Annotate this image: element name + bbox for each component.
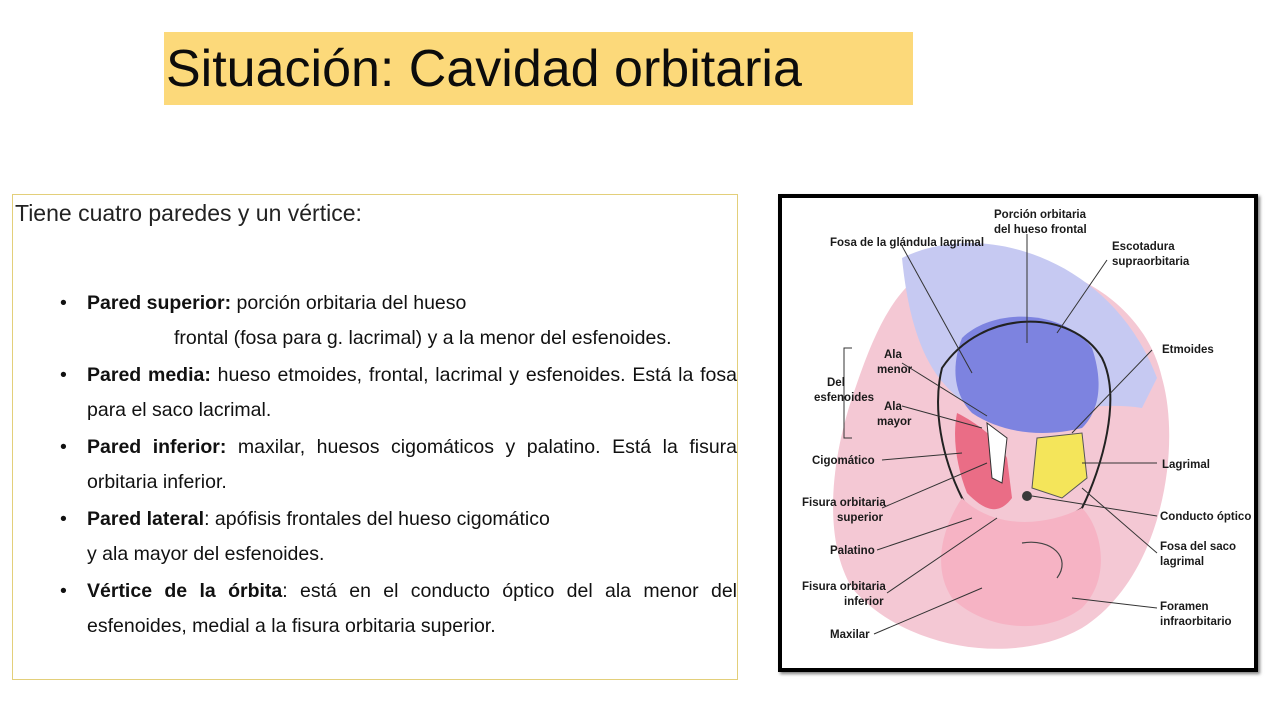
label-del-esfenoides-1: Del bbox=[827, 377, 845, 389]
list-item-pared-superior: • Pared superior: porción orbitaria del … bbox=[60, 286, 737, 356]
leader-lines bbox=[843, 234, 1158, 635]
bullet-label: Vértice de la órbita bbox=[87, 580, 283, 602]
bullet-text: maxilar, huesos cigomáticos y palatino. … bbox=[87, 436, 737, 493]
bullet-label: Pared lateral bbox=[87, 508, 205, 530]
label-porcion-orbitaria-1: Porción orbitaria bbox=[994, 209, 1087, 221]
label-lagrimal: Lagrimal bbox=[1162, 459, 1210, 471]
superior-orbital-fissure bbox=[986, 421, 1008, 484]
frontal-orbital-part bbox=[955, 316, 1099, 433]
bullet-icon: • bbox=[60, 508, 67, 530]
orbital-rim bbox=[937, 320, 1112, 531]
label-escotadura-2: supraorbitaria bbox=[1112, 256, 1190, 268]
bullet-icon: • bbox=[60, 364, 67, 386]
list-item-pared-lateral: • Pared lateral: apófisis frontales del … bbox=[60, 502, 737, 572]
label-fisura-sup-2: superior bbox=[837, 512, 884, 524]
text-panel-border bbox=[12, 194, 738, 680]
walls-list: • Pared superior: porción orbitaria del … bbox=[60, 286, 737, 646]
label-ala-menor-1: Ala bbox=[884, 349, 903, 361]
label-maxilar: Maxilar bbox=[830, 629, 870, 641]
label-fisura-inf-2: inferior bbox=[844, 596, 884, 608]
label-conducto-optico: Conducto óptico bbox=[1160, 511, 1251, 523]
list-item-pared-media: • Pared media: hueso etmoides, frontal, … bbox=[60, 358, 737, 428]
slide-title: Situación: Cavidad orbitaria bbox=[166, 40, 802, 98]
label-cigomatico: Cigomático bbox=[812, 455, 875, 467]
maxilla-region bbox=[941, 498, 1101, 627]
intro-text: Tiene cuatro paredes y un vértice: bbox=[15, 200, 362, 226]
label-fisura-sup-1: Fisura orbitaria bbox=[802, 497, 886, 509]
label-ala-menor-2: menor bbox=[877, 364, 913, 376]
label-palatino: Palatino bbox=[830, 545, 875, 557]
bullet-label: Pared superior: bbox=[87, 292, 232, 314]
label-del-esfenoides-2: esfenoides bbox=[814, 392, 874, 404]
label-fosa-glandula: Fosa de la glándula lagrimal bbox=[830, 237, 984, 249]
label-etmoides: Etmoides bbox=[1162, 344, 1214, 356]
bullet-label: Pared inferior: bbox=[87, 436, 227, 458]
orbit-diagram: Fosa de la glándula lagrimal Porción orb… bbox=[802, 209, 1251, 649]
label-ala-mayor-2: mayor bbox=[877, 416, 912, 428]
label-fosa-saco-1: Fosa del saco bbox=[1160, 541, 1236, 553]
orbit-diagram-frame: Fosa de la glándula lagrimal Porción orb… bbox=[778, 194, 1258, 672]
bullet-text-continuation: y ala mayor del esfenoides. bbox=[87, 543, 325, 565]
optic-canal bbox=[1022, 491, 1032, 501]
infraorbital-groove bbox=[1021, 541, 1063, 579]
bullet-icon: • bbox=[60, 580, 67, 602]
bullet-text: : está en el conducto óptico del ala men… bbox=[87, 580, 738, 637]
bullet-text: hueso etmoides, frontal, lacrimal y esfe… bbox=[87, 364, 737, 421]
bullet-text-continuation: frontal (fosa para g. lacrimal) y a la m… bbox=[174, 327, 672, 349]
label-escotadura-1: Escotadura bbox=[1112, 241, 1175, 253]
bullet-label: Pared media: bbox=[87, 364, 211, 386]
bullet-icon: • bbox=[60, 436, 67, 458]
label-foramen-1: Foramen bbox=[1160, 601, 1209, 613]
ethmoid-lacrimal-region bbox=[1031, 432, 1088, 499]
list-item-vertice: • Vértice de la órbita: está en el condu… bbox=[60, 574, 737, 644]
label-foramen-2: infraorbitario bbox=[1160, 616, 1232, 628]
label-porcion-orbitaria-2: del hueso frontal bbox=[994, 224, 1087, 236]
bullet-text: porción orbitaria del hueso bbox=[231, 292, 467, 314]
title-background bbox=[164, 32, 913, 105]
list-item-pared-inferior: • Pared inferior: maxilar, huesos cigomá… bbox=[60, 430, 737, 500]
zygomatic-region bbox=[955, 413, 1012, 510]
label-fosa-saco-2: lagrimal bbox=[1160, 556, 1204, 568]
label-ala-mayor-1: Ala bbox=[884, 401, 903, 413]
bullet-icon: • bbox=[60, 292, 67, 314]
label-fisura-inf-1: Fisura orbitaria bbox=[802, 581, 886, 593]
bullet-text: : apófisis frontales del hueso cigomátic… bbox=[204, 508, 550, 530]
